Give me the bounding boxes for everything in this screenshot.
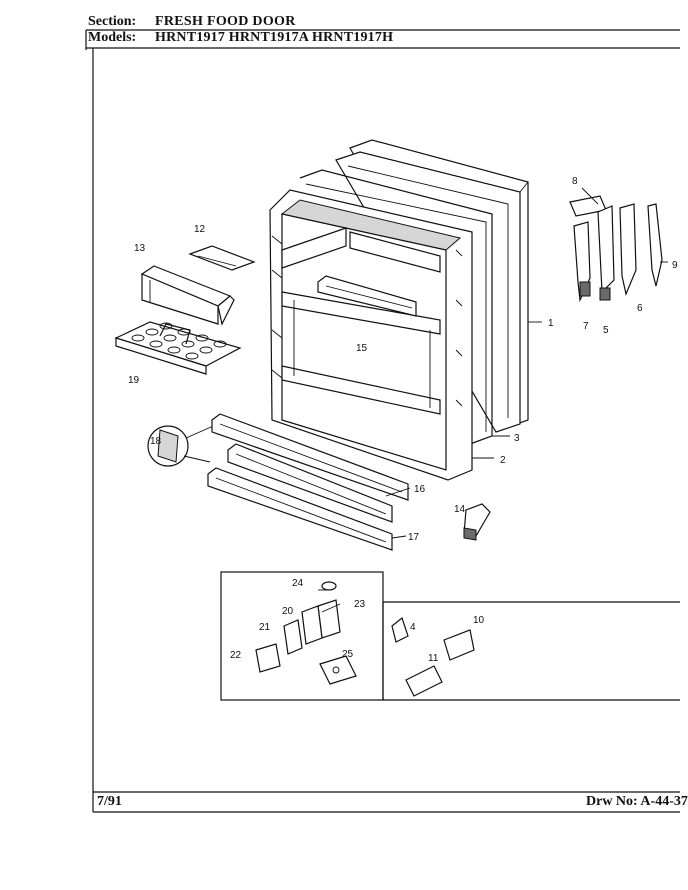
drawing-number: Drw No: A-44-37 [586, 794, 688, 809]
section-title: FRESH FOOD DOOR [155, 14, 296, 29]
dairy-lid-part [188, 245, 256, 271]
callout-23: 23 [354, 599, 366, 610]
callout-15: 15 [356, 343, 368, 354]
models-list: HRNT1917 HRNT1917A HRNT1917H [155, 30, 394, 45]
lower-shelf-bars [207, 413, 409, 551]
callout-2: 2 [500, 455, 506, 466]
callout-labels: 1 2 3 4 5 6 7 8 9 10 11 12 13 14 15 16 1… [128, 176, 678, 664]
callout-4: 4 [410, 622, 416, 633]
section-label: Section: [88, 14, 137, 29]
callout-18: 18 [150, 436, 162, 447]
callout-leaders [318, 187, 668, 613]
door-gasket [299, 169, 493, 445]
callout-1: 1 [548, 318, 554, 329]
callout-10: 10 [473, 615, 485, 626]
diagram-frame [85, 29, 680, 813]
callout-16: 16 [414, 484, 426, 495]
callout-8: 8 [572, 176, 578, 187]
callout-7: 7 [583, 321, 589, 332]
callout-17: 17 [408, 532, 420, 543]
callout-19: 19 [128, 375, 140, 386]
callout-9: 9 [672, 260, 678, 271]
detail-circle-part [147, 423, 219, 467]
callout-12: 12 [194, 224, 206, 235]
inset-hinge-box [382, 601, 680, 701]
callout-21: 21 [259, 622, 271, 633]
door-inner-liner [269, 189, 473, 481]
callout-14: 14 [454, 504, 466, 515]
inset-detail-box [220, 571, 384, 701]
dairy-compartment-part [140, 265, 235, 326]
egg-tray-part [114, 321, 242, 375]
callout-22: 22 [230, 650, 242, 661]
hinge-parts [569, 195, 663, 303]
callout-20: 20 [282, 606, 294, 617]
callout-11: 11 [428, 653, 439, 664]
revision-date: 7/91 [97, 794, 122, 809]
shelf-bar-part [317, 275, 417, 317]
callout-24: 24 [292, 578, 304, 589]
callout-25: 25 [342, 649, 354, 660]
callout-3: 3 [514, 433, 520, 444]
callout-5: 5 [603, 325, 609, 336]
hinge-bracket-part [463, 503, 491, 541]
callout-6: 6 [637, 303, 643, 314]
models-label: Models: [88, 30, 137, 45]
callout-13: 13 [134, 243, 146, 254]
